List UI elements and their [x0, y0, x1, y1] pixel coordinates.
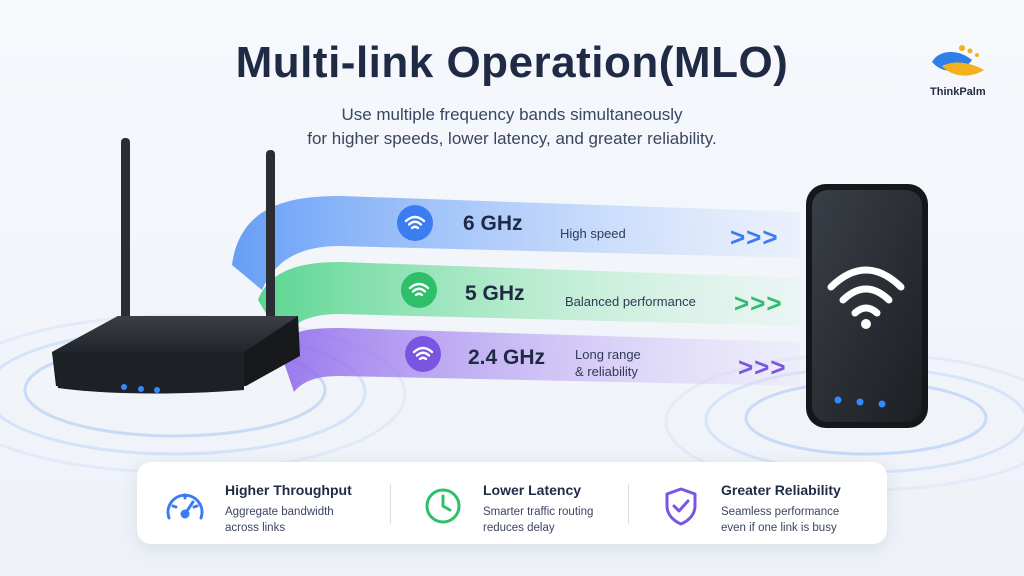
chevron-right-icon: >>>: [730, 222, 779, 252]
router-led: [121, 384, 127, 390]
feature-description-line-1: Smarter traffic routing: [483, 506, 594, 518]
wifi-icon: [397, 205, 433, 241]
chevron-right-icon: >>>: [738, 352, 787, 382]
feature-description: Seamless performance even if one link is…: [721, 504, 839, 536]
band-frequency: 2.4 GHz: [468, 346, 546, 369]
subtitle-line-1: Use multiple frequency bands simultaneou…: [341, 105, 683, 124]
router: [52, 138, 300, 394]
band-description: High speed: [560, 226, 626, 241]
divider: [628, 484, 629, 524]
band-description-line-2: & reliability: [575, 364, 638, 379]
band-ribbon-5ghz: [258, 262, 800, 340]
page-title: Multi-link Operation(MLO): [235, 38, 789, 87]
phone-wifi-icon: [827, 266, 905, 317]
feature-description-line-1: Seamless performance: [721, 506, 840, 518]
chevron-right-icon: >>>: [734, 288, 783, 318]
feature-title: Greater Reliability: [721, 482, 841, 498]
feature-description: Smarter traffic routing reduces delay: [483, 504, 593, 536]
band-frequency: 5 GHz: [465, 282, 525, 305]
clock-icon: [425, 488, 461, 524]
shield-check-icon: [665, 487, 697, 526]
router-antenna-left: [121, 138, 130, 334]
router-antenna-right: [266, 150, 275, 336]
feature-title: Higher Throughput: [225, 482, 352, 498]
router-led: [138, 386, 144, 392]
feature-description-line-2: across links: [225, 522, 286, 534]
divider: [390, 484, 391, 524]
router-led: [154, 387, 160, 393]
features-panel: Higher Throughput Aggregate bandwidth ac…: [137, 462, 887, 544]
band-description: Balanced performance: [565, 294, 696, 309]
feature-description-line-1: Aggregate bandwidth: [225, 506, 334, 518]
speedometer-icon: [166, 493, 204, 520]
subtitle-line-2: for higher speeds, lower latency, and gr…: [307, 129, 717, 148]
thinkpalm-logo: [932, 45, 984, 76]
band-ribbon-6ghz: [232, 196, 800, 290]
page-subtitle: Use multiple frequency bands simultaneou…: [0, 103, 1024, 151]
feature-title: Lower Latency: [483, 482, 582, 498]
feature-description: Aggregate bandwidth across links: [225, 504, 334, 536]
wifi-icon: [405, 336, 441, 372]
wifi-icon: [401, 272, 437, 308]
phone-led: [834, 396, 842, 404]
phone-led: [856, 398, 864, 406]
band-frequency: 6 GHz: [463, 212, 523, 235]
band-description-line-1: Long range: [575, 347, 641, 362]
phone-led: [878, 400, 886, 408]
phone: [806, 184, 928, 428]
feature-description-line-2: reduces delay: [483, 522, 555, 534]
feature-description-line-2: even if one link is busy: [721, 522, 837, 534]
band-description: Long range & reliability: [575, 346, 641, 380]
brand-name: ThinkPalm: [930, 86, 986, 98]
